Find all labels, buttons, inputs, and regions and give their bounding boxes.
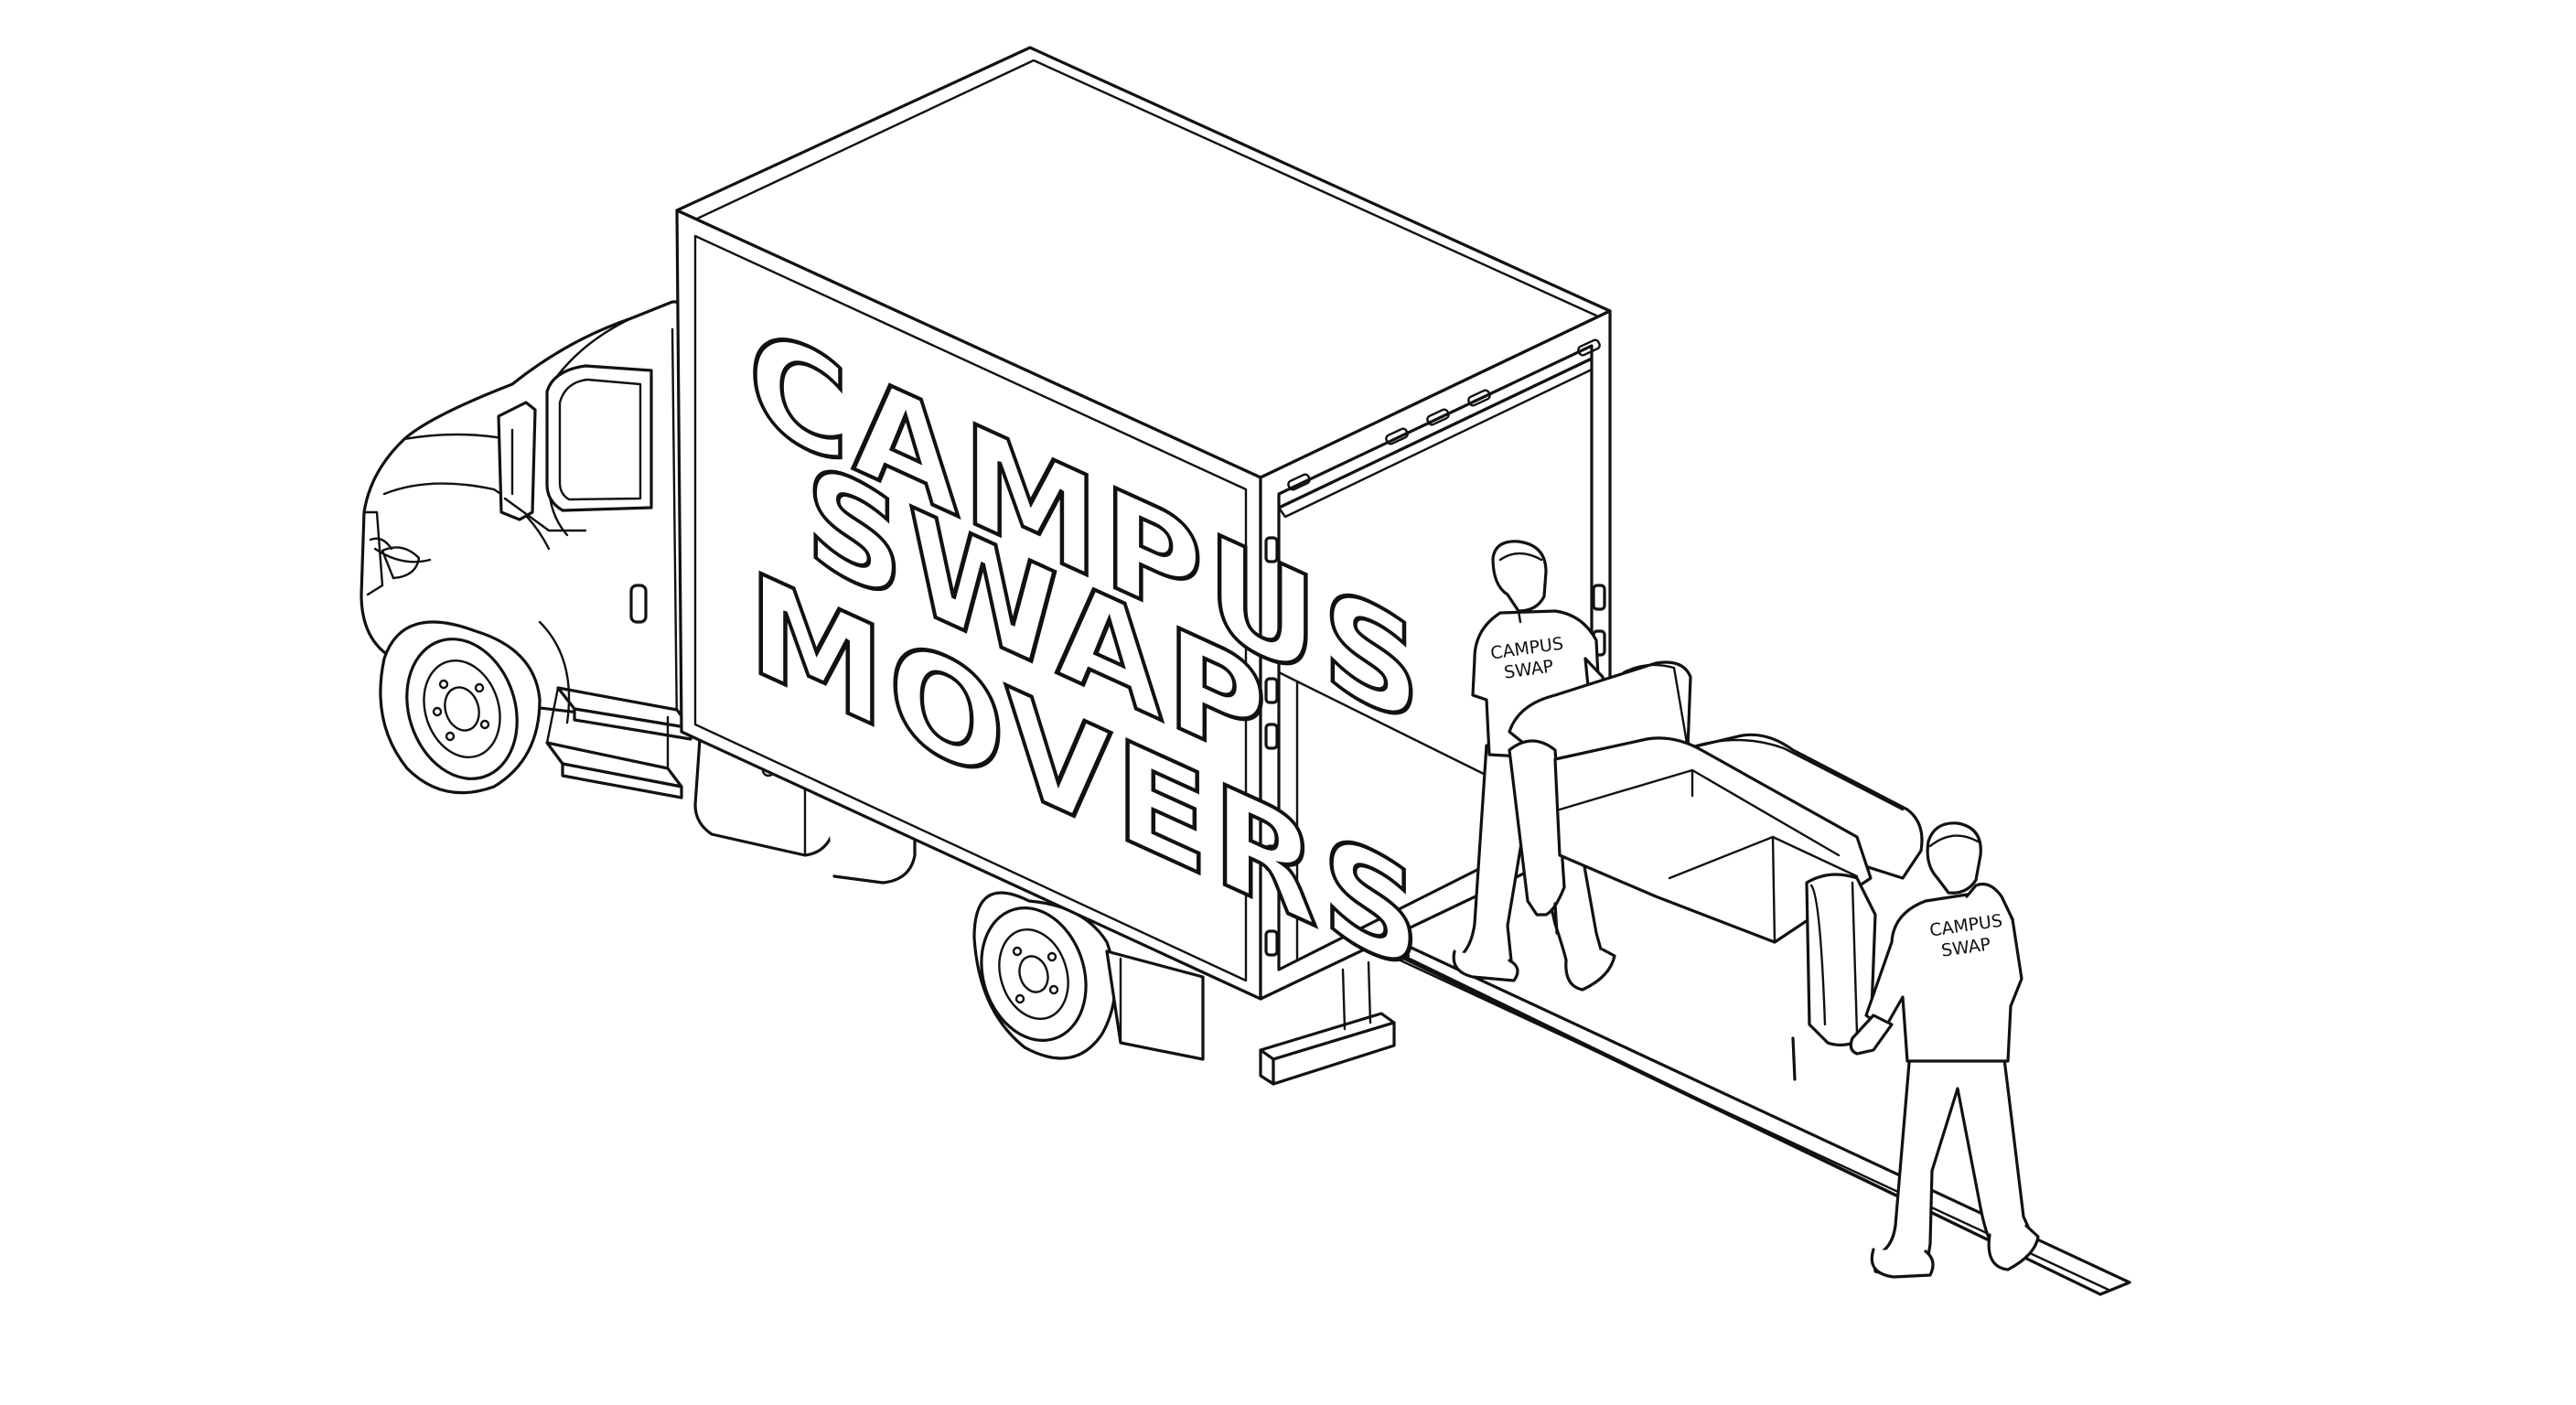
- cab-steps: [545, 686, 692, 799]
- sofa-arm-left: [1508, 739, 1566, 917]
- front-wheel: [379, 620, 571, 795]
- truck-cab: [360, 300, 683, 734]
- sofa-seat: [1553, 736, 1873, 944]
- cargo-box: CAMPUS SWAP MOVERS: [675, 46, 1612, 1011]
- door-handle: [629, 584, 648, 624]
- sofa-arm-right: [1805, 873, 1877, 1046]
- cab-window: [545, 364, 653, 512]
- rear-bumper: [1259, 960, 1396, 1086]
- mover-front: CAMPUS SWAP: [1849, 821, 2040, 1279]
- side-mirror: [497, 401, 537, 521]
- sofa: [1508, 660, 1924, 1081]
- rear-wheel: [972, 891, 1205, 1061]
- box-truck: CAMPUS SWAP MOVERS: [360, 46, 1612, 1086]
